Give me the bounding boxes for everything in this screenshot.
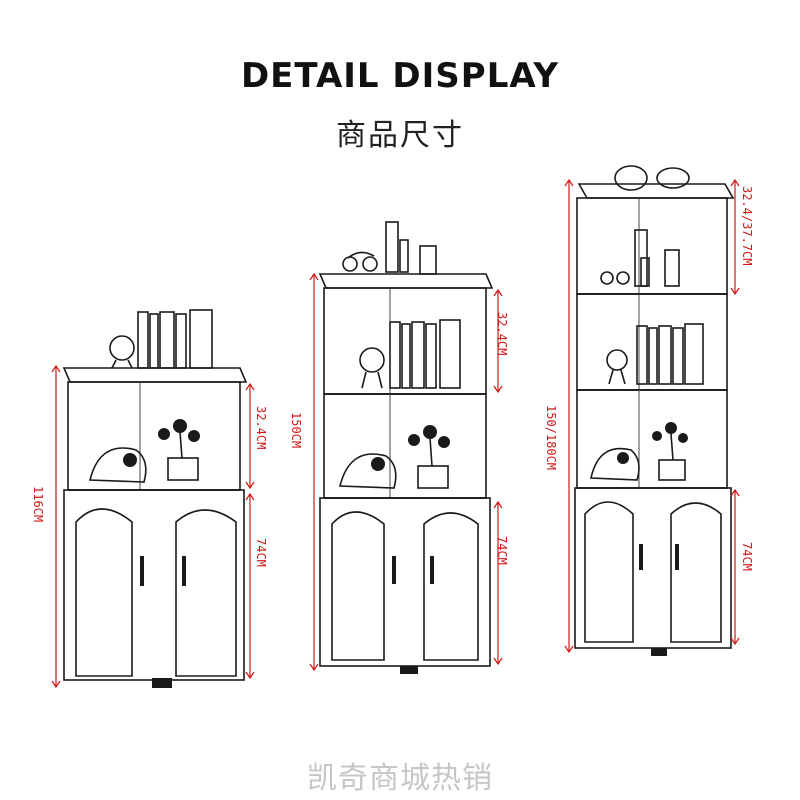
- medium-total-dimension: 150CM: [289, 412, 303, 449]
- page-subtitle: 商品尺寸: [336, 118, 464, 153]
- large-cabinet-drawing: [564, 165, 740, 656]
- small-shelf-dimension: 32.4CM: [254, 406, 268, 450]
- medium-base-dimension: 74CM: [495, 536, 509, 565]
- large-base-dimension: 74CM: [740, 542, 754, 571]
- watermark-text: 凯奇商城热销: [307, 761, 493, 796]
- medium-cabinet-drawing: [309, 221, 503, 674]
- small-cabinet-drawing: [51, 309, 255, 689]
- medium-shelf-dimension: 32.4CM: [495, 312, 509, 356]
- small-base-dimension: 74CM: [254, 538, 268, 567]
- large-total-dimension: 150/180CM: [544, 405, 558, 471]
- page-title: DETAIL DISPLAY: [240, 56, 560, 96]
- large-shelf-dimension: 32.4/37.7CM: [740, 186, 754, 266]
- small-total-dimension: 116CM: [31, 486, 45, 523]
